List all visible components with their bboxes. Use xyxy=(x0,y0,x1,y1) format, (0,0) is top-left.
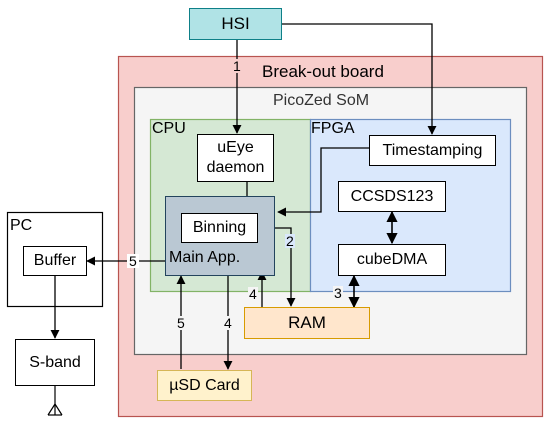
cubedma-block: cubeDMA xyxy=(338,244,446,276)
timestamping-label: Timestamping xyxy=(382,141,483,159)
edge-timestamping-to-main-app xyxy=(277,147,369,217)
buffer-label: Buffer xyxy=(33,252,77,269)
edge-label-binning-ram: 2 xyxy=(285,233,295,249)
buffer-block: Buffer xyxy=(23,246,87,276)
edge-hsi-to-timestamping xyxy=(282,23,437,135)
edge-label-ram-main-app: 4 xyxy=(248,286,258,302)
antenna-icon xyxy=(47,386,63,416)
breakout-board-label: Break-out board xyxy=(262,62,384,81)
main-app-label: Main App. xyxy=(169,249,241,266)
hsi-label: HSI xyxy=(221,14,250,33)
cubedma-label: cubeDMA xyxy=(356,251,428,268)
ccsds123-label: CCSDS123 xyxy=(350,187,434,205)
picozed-som-label: PicoZed SoM xyxy=(273,92,370,109)
edge-label-main-app-buffer: 5 xyxy=(127,253,139,269)
sband-block: S-band xyxy=(15,339,95,386)
binning-label: Binning xyxy=(192,219,247,236)
sd-card-label: µSD Card xyxy=(169,376,240,394)
ram-block: RAM xyxy=(244,307,370,339)
cpu-label: CPU xyxy=(152,120,186,137)
ueye-daemon-block: uEye daemon xyxy=(197,134,274,182)
hsi-block: HSI xyxy=(189,8,282,40)
ccsds123-block: CCSDS123 xyxy=(338,181,446,212)
pc-label: PC xyxy=(10,217,33,234)
ueye-daemon-line2: daemon xyxy=(206,159,265,176)
edge-label-hsi-ueye: 1 xyxy=(232,58,242,74)
ueye-daemon-line1: uEye xyxy=(217,139,254,156)
edge-label-main-app-sd: 4 xyxy=(223,315,233,331)
timestamping-block: Timestamping xyxy=(369,135,496,166)
sd-card-block: µSD Card xyxy=(157,370,252,401)
fpga-label: FPGA xyxy=(311,120,355,137)
edge-label-cubedma-ram: 3 xyxy=(333,285,343,301)
ram-label: RAM xyxy=(288,313,326,332)
binning-block: Binning xyxy=(181,213,258,243)
sband-label: S-band xyxy=(29,353,81,371)
edge-label-sd-main-app: 5 xyxy=(176,315,186,331)
